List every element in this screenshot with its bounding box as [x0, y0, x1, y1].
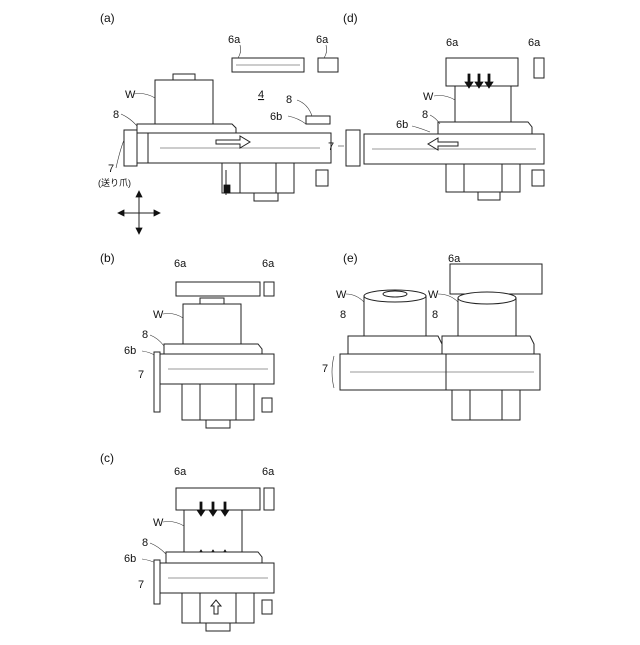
- panel-c: (c) 6a 6a W 8 6b 7: [100, 451, 275, 631]
- label-W: W: [423, 91, 434, 103]
- workpiece-W: [455, 86, 511, 122]
- label-7: 7: [108, 163, 114, 175]
- pallet-8-left: [348, 336, 442, 354]
- label-W-left: W: [336, 289, 347, 301]
- workpiece-W: [183, 304, 241, 344]
- label-8: 8: [142, 329, 148, 341]
- panel-e-label: (e): [343, 251, 358, 265]
- label-6b: 6b: [270, 111, 282, 123]
- label-4: 4: [258, 89, 264, 101]
- label-8: 8: [422, 109, 428, 121]
- label-8-right: 8: [432, 309, 438, 321]
- panel-d: (d) 6a 6a W 8 6b 7: [328, 11, 544, 200]
- label-6a-right: 6a: [262, 258, 275, 270]
- upper-clamp-6a: [450, 264, 542, 294]
- label-8-right: 8: [286, 94, 292, 106]
- lift-unit: [222, 163, 294, 193]
- label-7-note: (送り爪): [98, 177, 131, 188]
- label-6a-left: 6a: [174, 258, 187, 270]
- label-6a-right: 6a: [262, 466, 275, 478]
- pallet-8: [166, 552, 262, 563]
- upper-clamp-6a-right: [264, 282, 274, 296]
- upper-clamp-6a-left: [176, 488, 260, 510]
- upper-clamp-6a-right: [318, 58, 338, 72]
- panel-d-label: (d): [343, 11, 358, 25]
- panel-c-label: (c): [100, 451, 114, 465]
- lift-unit: [452, 390, 520, 420]
- label-6a: 6a: [448, 253, 461, 265]
- panel-a-label: (a): [100, 11, 115, 25]
- label-6a-left: 6a: [446, 37, 459, 49]
- label-6a-left: 6a: [228, 34, 241, 46]
- pallet-8-right: [306, 116, 330, 124]
- label-6a-left: 6a: [174, 466, 187, 478]
- pallet-8-right: [442, 336, 534, 354]
- pallet-8: [438, 122, 532, 134]
- lift-unit: [446, 164, 520, 192]
- label-8-left: 8: [113, 109, 119, 121]
- label-7: 7: [138, 579, 144, 591]
- panel-a: (a) 6a 6a W 8 4 8 6b 7 (送り爪): [98, 11, 338, 201]
- pallet-8: [164, 344, 262, 354]
- label-6b: 6b: [124, 345, 136, 357]
- label-8: 8: [142, 537, 148, 549]
- pallet-8-left: [137, 124, 236, 133]
- lift-unit: [182, 384, 254, 420]
- label-6b: 6b: [396, 119, 408, 131]
- clamp-down-arrows: [465, 74, 493, 88]
- label-W: W: [153, 517, 164, 529]
- label-6a-right: 6a: [528, 37, 541, 49]
- clamp-down-arrows: [197, 502, 229, 516]
- label-7: 7: [322, 363, 328, 375]
- label-W-right: W: [428, 289, 439, 301]
- panel-b: (b) 6a 6a W 8 6b 7: [100, 251, 275, 428]
- label-7: 7: [328, 141, 334, 153]
- workpiece-W: [155, 80, 213, 124]
- upper-clamp-6a-right: [534, 58, 544, 78]
- upper-clamp-6a-right: [264, 488, 274, 510]
- label-W: W: [153, 309, 164, 321]
- direction-compass: [118, 191, 160, 234]
- label-W: W: [125, 89, 136, 101]
- label-7: 7: [138, 369, 144, 381]
- panel-b-label: (b): [100, 251, 115, 265]
- panel-e: (e) 6a W W 8 8 7: [322, 251, 542, 420]
- label-6b: 6b: [124, 553, 136, 565]
- upper-clamp-6a-left: [176, 282, 260, 296]
- label-8-left: 8: [340, 309, 346, 321]
- label-6a-right: 6a: [316, 34, 329, 46]
